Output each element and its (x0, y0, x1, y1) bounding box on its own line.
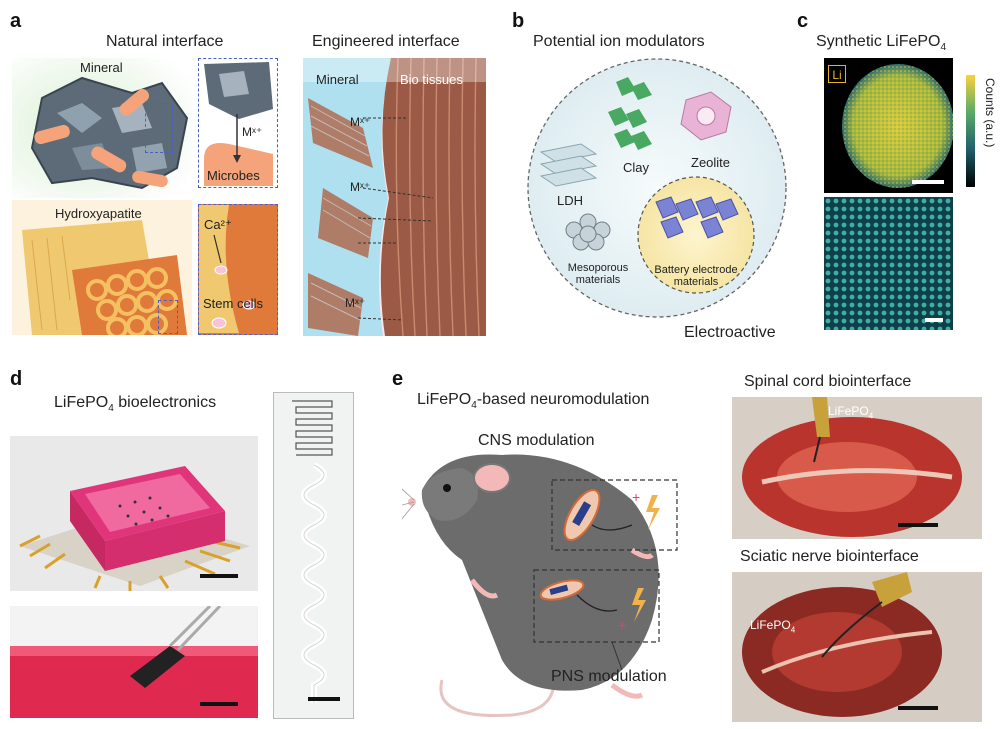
lfp-bioelectronics-title: LiFePO4 bioelectronics (54, 394, 216, 414)
lfp-spinal-sub: 4 (868, 411, 874, 421)
ion-modulators-title: Potential ion modulators (533, 33, 705, 50)
sciatic-nerve-photo (732, 572, 982, 722)
synthetic-lfp-sub: 4 (940, 42, 947, 54)
hydroxyapatite-label: Hydroxyapatite (55, 206, 142, 221)
scalebar-d2 (200, 702, 238, 706)
synthetic-lfp-title: Synthetic LiFePO4 (816, 33, 946, 53)
eng-mx-2: Mˣ⁺ (350, 180, 371, 194)
panel-label-d: d (10, 368, 23, 390)
plus-sign-cns: + (632, 489, 641, 505)
microbes-label: Microbes (207, 168, 260, 183)
scalebar-e2 (898, 706, 938, 710)
panel-label-a: a (10, 10, 22, 32)
natural-interface-title: Natural interface (106, 33, 224, 50)
modulator-circle (526, 52, 788, 324)
panel-label-b: b (512, 10, 525, 32)
lattice-image (824, 197, 953, 330)
lfp-neuro-base: LiFePO (417, 391, 472, 408)
ldh-label: LDH (557, 193, 584, 208)
scalebar-e1 (898, 523, 938, 527)
panel-label-c: c (797, 10, 809, 32)
mesoporous-label: Mesoporous materials (560, 262, 636, 286)
eng-mineral-label: Mineral (316, 72, 359, 87)
eds-map-image (824, 58, 953, 193)
bio-tissues-label: Bio tissues (400, 72, 463, 87)
mesoporous-line-1: Mesoporous (567, 262, 629, 274)
zeolite-label: Zeolite (691, 155, 731, 170)
cns-modulation-label: CNS modulation (478, 432, 595, 449)
scalebar-d1 (200, 574, 238, 578)
device-chamber-photo (10, 436, 258, 591)
plus-sign-pns: + (618, 617, 627, 633)
panel-label-e: e (392, 368, 404, 390)
mx-label: Mˣ⁺ (242, 125, 263, 139)
scalebar-d3 (308, 697, 340, 701)
lfp-neuromodulation-title: LiFePO4-based neuromodulation (417, 391, 649, 411)
colorbar-label: Counts (a.u.) (983, 78, 997, 148)
lfp-spinal-base: LiFePO (828, 404, 869, 418)
spinal-cord-photo (732, 397, 982, 539)
li-element-label: Li (828, 65, 846, 83)
engineered-interface-title: Engineered interface (312, 33, 460, 50)
lfp-sciatic-base: LiFePO (750, 618, 791, 632)
stem-cell-zoom-panel (198, 204, 278, 335)
synthetic-lfp-base: Synthetic LiFePO (816, 33, 941, 50)
lfp-bio-base: LiFePO (54, 394, 109, 411)
mouse-illustration (402, 430, 702, 725)
microbe-zoom-panel (198, 58, 278, 188)
lfp-sciatic-label: LiFePO4 (750, 618, 795, 634)
flexible-electrode-photo (273, 392, 354, 719)
battery-line-2: materials (673, 276, 719, 288)
eng-mx-1: Mˣ⁺ (350, 115, 371, 129)
colorbar (966, 75, 975, 187)
device-probe-photo (10, 606, 258, 718)
eng-mx-3: Mˣ⁺ (345, 296, 366, 310)
sciatic-nerve-title: Sciatic nerve biointerface (740, 548, 919, 565)
lfp-spinal-label: LiFePO4 (828, 404, 873, 420)
stem-cells-label: Stem cells (203, 296, 263, 311)
electroactive-label: Electroactive (684, 324, 776, 341)
lfp-neuro-sub: 4 (471, 400, 477, 412)
ca-label: Ca²⁺ (204, 217, 232, 232)
zoom-box (145, 103, 173, 153)
spinal-cord-title: Spinal cord biointerface (744, 373, 912, 390)
mesoporous-line-2: materials (575, 274, 621, 286)
mineral-microbe-illustration (12, 58, 192, 198)
bone-zoom-box (158, 300, 178, 334)
lfp-bio-sub: 4 (108, 403, 114, 415)
engineered-interface-illustration (303, 58, 486, 336)
lfp-bio-rest: bioelectronics (113, 394, 217, 411)
bone-illustration (12, 200, 192, 335)
pns-modulation-label: PNS modulation (551, 668, 667, 685)
mineral-label: Mineral (80, 60, 123, 75)
battery-label: Battery electrode materials (646, 264, 746, 288)
clay-label: Clay (623, 160, 650, 175)
battery-line-1: Battery electrode (654, 264, 738, 276)
lfp-sciatic-sub: 4 (790, 625, 796, 635)
lfp-neuro-rest: -based neuromodulation (476, 391, 650, 408)
